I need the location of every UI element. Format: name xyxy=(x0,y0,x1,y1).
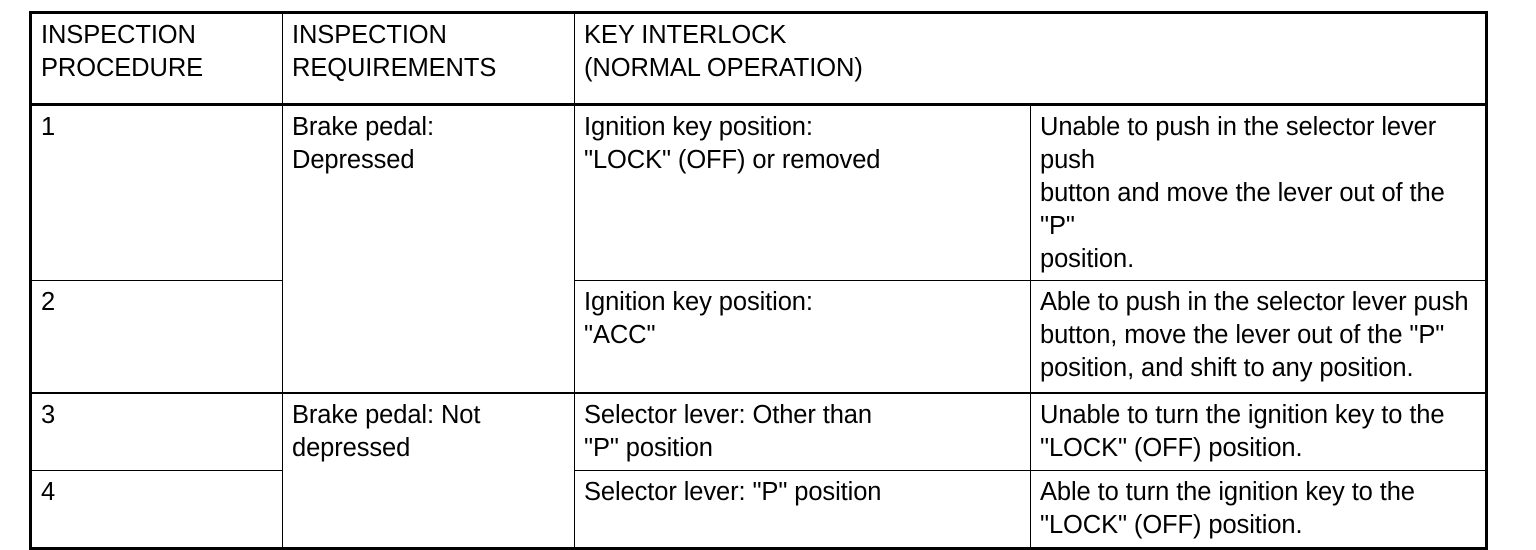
table-row: 3 Brake pedal: Not depressed Selector le… xyxy=(30,391,1487,549)
table-row: 4 Selector lever: "P" position Able to t… xyxy=(30,469,1487,549)
header-inspection-requirements-line-1: INSPECTION xyxy=(292,21,447,49)
header-inspection-requirements: INSPECTION REQUIREMENTS xyxy=(282,12,575,106)
table-row: 2 Ignition key position: "ACC" Able to p… xyxy=(30,280,1487,394)
key-condition-line-1: Selector lever: Other than xyxy=(584,400,872,429)
cell-procedure-number-2: 2 xyxy=(30,280,283,394)
cell-procedure-number-1: 1 xyxy=(30,103,283,282)
result-line-1: Unable to turn the ignition key to the xyxy=(1040,400,1445,429)
table-body: 1 Brake pedal: Depressed Ignition key po… xyxy=(30,103,1487,549)
result-line-3: position, and shift to any position. xyxy=(1040,354,1414,383)
header-inspection-procedure-line-2: PROCEDURE xyxy=(41,53,204,82)
header-key-interlock-line-2: (NORMAL OPERATION) xyxy=(584,53,863,82)
table-row: 1 Brake pedal: Depressed Ignition key po… xyxy=(30,103,1487,394)
result-line-2: button and move the lever out of the "P" xyxy=(1040,178,1445,240)
cell-result-3: Unable to turn the ignition key to the "… xyxy=(1030,391,1487,471)
cell-key-condition-4: Selector lever: "P" position xyxy=(574,469,1031,549)
key-condition-line-1: Ignition key position: xyxy=(584,288,813,317)
requirement-line-2: depressed xyxy=(292,433,411,462)
cell-requirement-brake-depressed: Brake pedal: Depressed xyxy=(282,103,575,394)
result-line-1: Unable to push in the selector lever pus… xyxy=(1040,113,1437,174)
key-condition-line-2: "ACC" xyxy=(584,321,656,350)
key-condition-line-2: "LOCK" (OFF) or removed xyxy=(584,145,881,174)
cell-result-1: Unable to push in the selector lever pus… xyxy=(1030,103,1487,282)
cell-requirement-brake-not-depressed: Brake pedal: Not depressed xyxy=(282,391,575,549)
cell-procedure-number-4: 4 xyxy=(30,469,283,549)
key-condition-line-1: Ignition key position: xyxy=(584,113,813,141)
requirement-line-2: Depressed xyxy=(292,145,415,174)
header-key-interlock-line-1: KEY INTERLOCK xyxy=(584,21,787,49)
result-line-2: "LOCK" (OFF) position. xyxy=(1040,433,1303,462)
cell-key-condition-1: Ignition key position: "LOCK" (OFF) or r… xyxy=(574,103,1031,282)
requirement-line-1: Brake pedal: xyxy=(292,113,434,141)
header-inspection-procedure: INSPECTION PROCEDURE xyxy=(30,12,283,106)
cell-procedure-number-3: 3 xyxy=(30,391,283,471)
requirement-line-1: Brake pedal: Not xyxy=(292,400,481,429)
result-line-1: Able to turn the ignition key to the xyxy=(1040,477,1415,506)
result-line-2: button, move the lever out of the "P" xyxy=(1040,321,1445,350)
key-condition-line-2: "P" position xyxy=(584,433,713,462)
key-interlock-inspection-table: INSPECTION PROCEDURE INSPECTION REQUIREM… xyxy=(29,11,1488,550)
cell-result-4: Able to turn the ignition key to the "LO… xyxy=(1030,469,1487,549)
header-inspection-procedure-line-1: INSPECTION xyxy=(41,21,196,49)
result-line-2: "LOCK" (OFF) position. xyxy=(1040,510,1303,539)
key-condition-line-1: Selector lever: "P" position xyxy=(584,477,882,506)
cell-result-2: Able to push in the selector lever push … xyxy=(1030,280,1487,394)
header-key-interlock: KEY INTERLOCK (NORMAL OPERATION) xyxy=(574,12,1487,106)
cell-key-condition-2: Ignition key position: "ACC" xyxy=(574,280,1031,394)
cell-key-condition-3: Selector lever: Other than "P" position xyxy=(574,391,1031,471)
result-line-3: position. xyxy=(1040,244,1135,273)
result-line-1: Able to push in the selector lever push xyxy=(1040,288,1469,317)
table-header: INSPECTION PROCEDURE INSPECTION REQUIREM… xyxy=(30,12,1487,106)
header-row: INSPECTION PROCEDURE INSPECTION REQUIREM… xyxy=(30,12,1487,106)
header-inspection-requirements-line-2: REQUIREMENTS xyxy=(292,53,497,82)
